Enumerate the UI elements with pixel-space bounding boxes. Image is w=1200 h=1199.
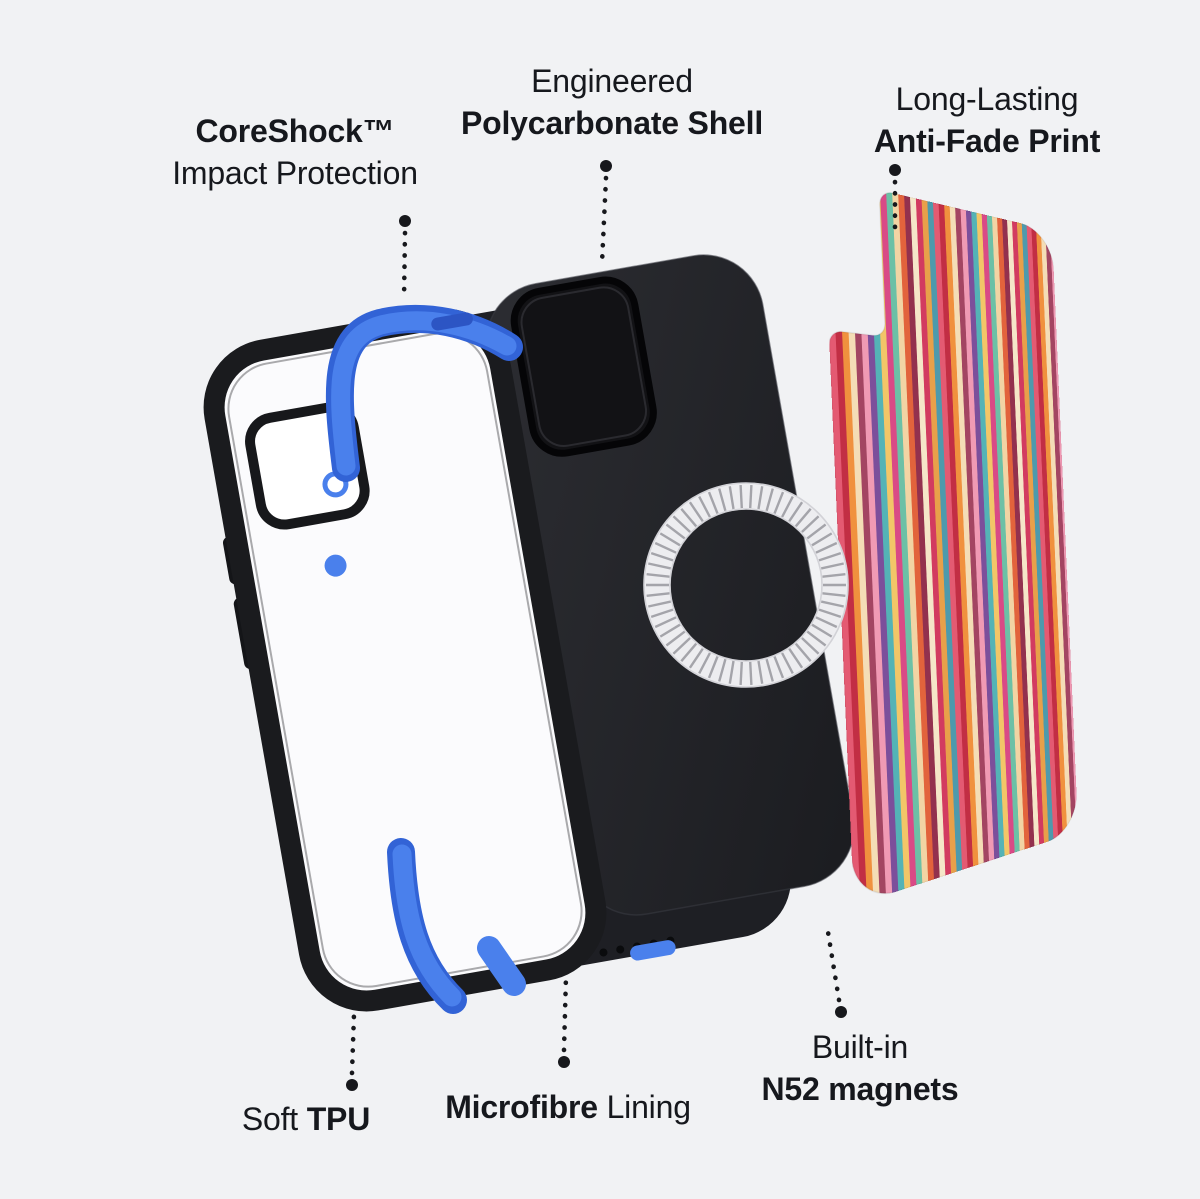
label-coreshock-rest: Impact Protection <box>172 155 418 192</box>
connector-endpoint-print <box>889 164 901 176</box>
connector-endpoint-magnets <box>835 1006 847 1018</box>
speaker-hole <box>599 948 608 957</box>
label-print-bold: Anti-Fade Print <box>873 123 1101 160</box>
label-coreshock-bold: CoreShock™ <box>195 113 395 149</box>
top-bumper-face <box>331 311 517 476</box>
magsafe-ring <box>643 482 849 688</box>
connector-endpoint-microfibre <box>558 1056 570 1068</box>
connector-microfibre <box>561 973 569 1053</box>
label-tpu-bold: TPU <box>306 1101 371 1137</box>
connector-coreshock <box>401 230 408 303</box>
anti-fade-print-layer <box>822 176 1078 905</box>
label-print: Long-Lasting Anti-Fade Print <box>812 78 1162 162</box>
shell-camera-rim <box>520 286 648 447</box>
coreshock-bottom-nub <box>630 940 676 961</box>
label-shell-bold: Polycarbonate Shell <box>460 105 764 142</box>
connector-endpoint-tpu <box>346 1079 358 1091</box>
label-magnets-rest: Built-in <box>811 1029 909 1065</box>
bottom-bumper-face <box>392 844 462 1007</box>
coreshock-bottom-bumper <box>387 838 467 1014</box>
label-microfibre-bold: Microfibre <box>445 1089 598 1125</box>
label-microfibre: Microfibre Lining <box>390 1086 746 1128</box>
connector-shell <box>599 175 609 266</box>
coreshock-top-bumper <box>325 304 523 482</box>
coreshock-corner-piece-bottom <box>477 936 526 996</box>
magsafe-ring-ticks <box>646 485 846 685</box>
magsafe-ring-inner-edge <box>669 508 823 662</box>
print-sheet-graphic <box>822 176 1078 905</box>
print-sheet-shape <box>822 176 1078 905</box>
shell-camera-cutout <box>510 276 657 457</box>
bumper-button-slot <box>431 312 473 331</box>
label-tpu: Soft TPU <box>156 1098 456 1140</box>
connector-tpu <box>349 1011 357 1076</box>
label-shell-rest: Engineered <box>531 63 693 99</box>
label-microfibre-rest: Lining <box>597 1089 691 1125</box>
speaker-hole <box>616 945 625 954</box>
label-shell: Engineered Polycarbonate Shell <box>440 60 784 144</box>
connector-endpoint-coreshock <box>399 215 411 227</box>
label-print-rest: Long-Lasting <box>895 81 1079 117</box>
label-magnets-bold: N52 magnets <box>761 1071 959 1108</box>
frame-accent-dot <box>324 554 347 577</box>
label-tpu-rest: Soft <box>241 1101 307 1137</box>
label-magnets: Built-in N52 magnets <box>736 1026 984 1110</box>
magsafe-ring-outer-edge <box>643 482 849 688</box>
connector-endpoint-shell <box>600 160 612 172</box>
callout-connectors <box>346 160 901 1091</box>
label-coreshock: CoreShock™ Impact Protection <box>126 110 464 194</box>
connector-magnets <box>825 929 842 1003</box>
magsafe-ring-base <box>643 482 849 688</box>
